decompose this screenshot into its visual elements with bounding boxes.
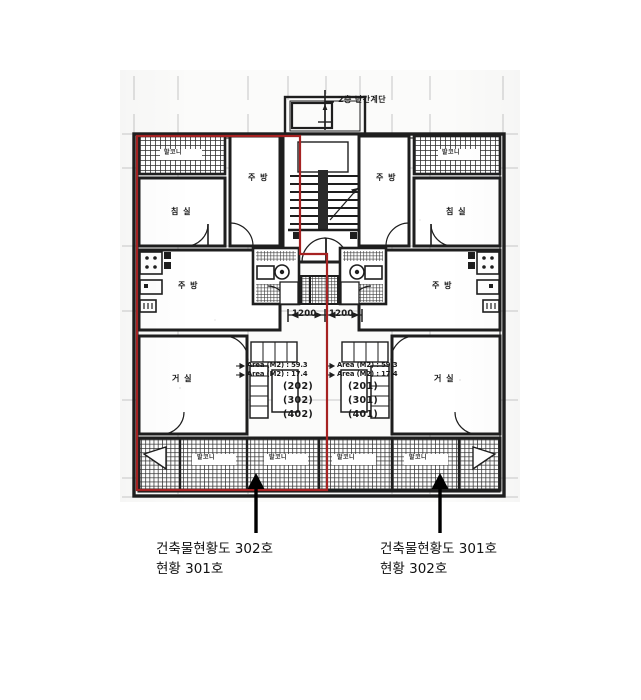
- balcony-label-bottom-mid-right: 발코니: [337, 454, 356, 461]
- red-unit-outline: [135, 134, 329, 492]
- furniture-left: [249, 341, 299, 419]
- callout-arrow-left: [247, 473, 265, 533]
- room-label-bedroom-right: 침 실: [446, 207, 467, 216]
- room-label-living-right: 거 실: [434, 374, 455, 383]
- dimension-label-right: 1200: [329, 309, 354, 319]
- central-stair-core: [281, 132, 369, 264]
- kitchen-fixtures-right: [468, 251, 500, 313]
- balcony-label-bottom-right: 발코니: [409, 454, 428, 461]
- balcony-label-top-right: 발코니: [442, 149, 461, 156]
- unit-number-302: (302): [283, 395, 314, 406]
- area-label-left-1: Area (M2) : 59.3: [247, 361, 308, 369]
- dimension-label-left: 1200: [292, 309, 317, 319]
- callout-right: 건축물현황도 301호 현황 302호: [380, 539, 497, 579]
- room-label-room-right: 주 방: [376, 173, 397, 182]
- bathroom-left: [251, 246, 301, 306]
- room-label-kitchen-right: 주 방: [432, 281, 453, 290]
- dimension-line: [287, 309, 363, 322]
- callout-right-line-2: 현황 302호: [380, 561, 448, 577]
- room-label-bedroom-left: 침 실: [171, 207, 192, 216]
- unit-right-rooms: [309, 134, 502, 436]
- stair-note-leader: [322, 101, 334, 126]
- callout-left-line-1: 건축물현황도 302호: [156, 541, 273, 557]
- unit-number-402: (402): [283, 409, 314, 420]
- balcony-label-bottom-mid-left: 발코니: [269, 454, 288, 461]
- callout-right-line-1: 건축물현황도 301호: [380, 541, 497, 557]
- unit-number-301: (301): [348, 395, 379, 406]
- kitchen-fixtures-left: [139, 251, 171, 313]
- area-label-left-2: Area (M2) : 17.4: [247, 370, 308, 378]
- unit-number-201: (201): [348, 381, 379, 392]
- unit-left-rooms: [137, 134, 330, 436]
- room-label-kitchen-left: 주 방: [178, 281, 199, 290]
- floor-plan-scan: 2층 난간계단 1200 1200 Area (M2) : 59.3 Area …: [120, 70, 520, 502]
- balcony-label-bottom-left: 발코니: [197, 454, 216, 461]
- area-label-right-1: Area (M2) : 59.3: [337, 361, 398, 369]
- unit-number-202: (202): [283, 381, 314, 392]
- stair-note-label: 2층 난간계단: [338, 95, 386, 104]
- callout-left-line-2: 현황 301호: [156, 561, 224, 577]
- room-label-room-left: 주 방: [248, 173, 269, 182]
- callout-arrow-right: [431, 473, 449, 533]
- unit-number-401: (401): [348, 409, 379, 420]
- furniture-right: [340, 341, 390, 419]
- balcony-label-top-left: 발코니: [164, 149, 183, 156]
- bathroom-right: [338, 246, 388, 306]
- area-label-right-2: Area (M2) : 17.4: [337, 370, 398, 378]
- room-label-living-left: 거 실: [172, 374, 193, 383]
- callout-left: 건축물현황도 302호 현황 301호: [156, 539, 273, 579]
- scan-noise: [179, 219, 461, 389]
